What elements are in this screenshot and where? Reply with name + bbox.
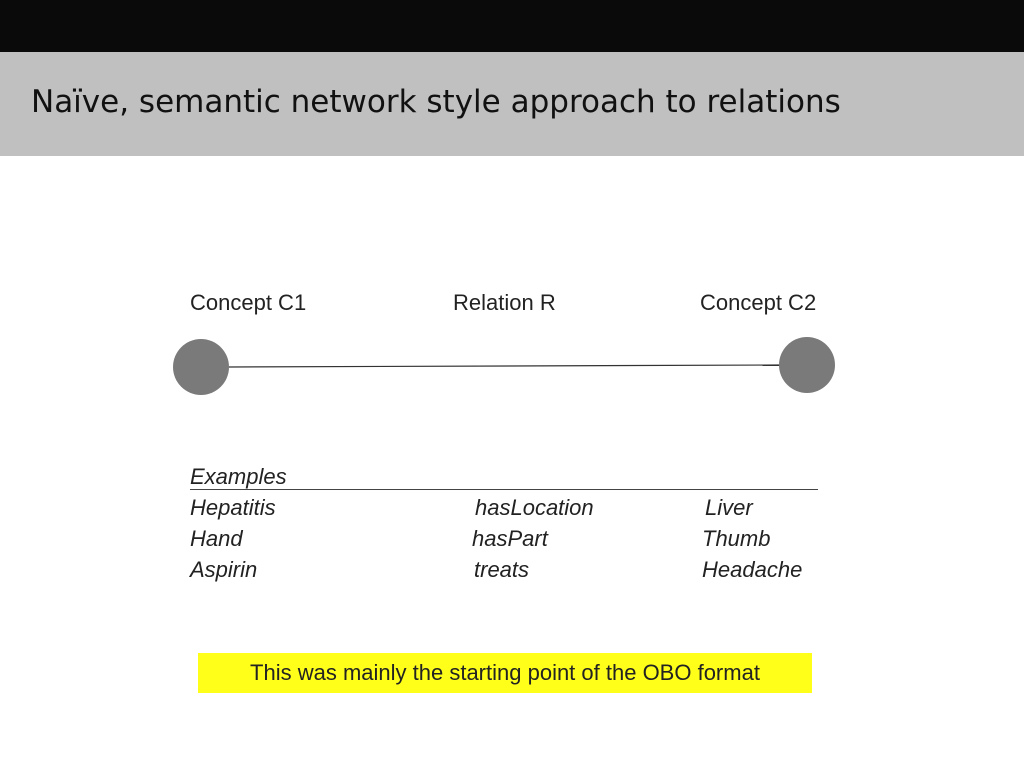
top-bar — [0, 0, 1024, 52]
example-row-3-relation: treats — [474, 557, 530, 582]
obo-format-note-text: This was mainly the starting point of th… — [250, 660, 760, 685]
example-row-3-concept2: Headache — [702, 557, 803, 582]
concept-c2-label: Concept C2 — [700, 290, 817, 315]
obo-format-note: This was mainly the starting point of th… — [198, 653, 812, 693]
examples-heading: Examples — [190, 464, 287, 489]
examples-underline — [190, 489, 818, 490]
example-row-2-relation: hasPart — [472, 526, 548, 551]
relation-edge — [228, 364, 781, 368]
example-row-2-concept2: Thumb — [702, 526, 771, 551]
title-band — [0, 52, 1024, 156]
example-row-3-concept1: Aspirin — [190, 557, 258, 582]
concept-c1-label: Concept C1 — [190, 290, 307, 315]
relation-r-label: Relation R — [453, 290, 556, 315]
example-row-1-concept2: Liver — [705, 495, 753, 520]
example-row-2-concept1: Hand — [190, 526, 243, 551]
example-row-1-relation: hasLocation — [475, 495, 594, 520]
concept-c2-node — [779, 337, 835, 393]
concept-c1-node — [173, 339, 229, 395]
example-row-1-concept1: Hepatitis — [190, 495, 276, 520]
slide-title: Naïve, semantic network style approach t… — [31, 84, 841, 120]
